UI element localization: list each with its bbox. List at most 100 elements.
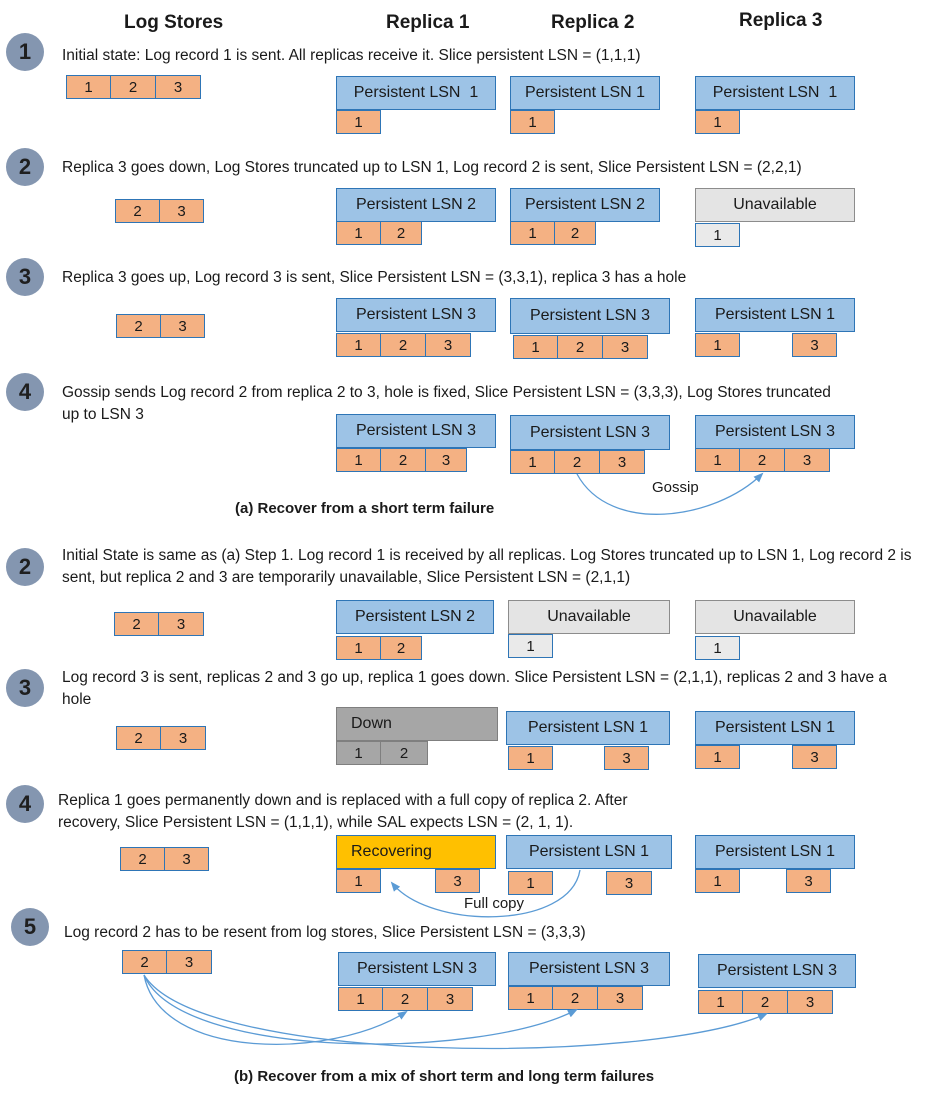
persistent-lsn-box: Persistent LSN 1 — [695, 711, 855, 745]
replica-record-cell: 1 — [336, 110, 381, 134]
full-copy-label: Full copy — [464, 895, 525, 912]
replica-record-cell: 3 — [792, 333, 837, 357]
replica-record-cell: 1 — [695, 333, 740, 357]
resend-arrow-replica-1 — [143, 974, 408, 1045]
unavailable-box: Unavailable — [695, 600, 855, 634]
gossip-arrow — [576, 472, 764, 515]
log-record-cell: 1 — [66, 75, 111, 99]
replica-record-cell: 2 — [380, 221, 422, 245]
log-record-cell: 3 — [158, 612, 204, 636]
replica-record-cell: 1 — [695, 110, 740, 134]
step-marker: 4 — [6, 785, 44, 823]
persistent-lsn-box: Persistent LSN 2 — [336, 600, 494, 634]
replica-record-cell: 1 — [695, 636, 740, 660]
persistent-lsn-box: Persistent LSN 1 — [506, 835, 672, 869]
persistent-lsn-box: Persistent LSN 1 — [336, 76, 496, 110]
caption-a: (a) Recover from a short term failure — [235, 500, 495, 517]
header-replica-3: Replica 3 — [739, 10, 823, 31]
log-record-cell: 2 — [115, 199, 160, 223]
down-box: Down — [336, 707, 498, 741]
log-record-cell: 3 — [155, 75, 201, 99]
header-replica-1: Replica 1 — [386, 12, 470, 33]
replica-record-cell: 2 — [557, 335, 603, 359]
step-description: Gossip sends Log record 2 from replica 2… — [62, 384, 831, 423]
step-marker: 2 — [6, 548, 44, 586]
replica-record-cell: 3 — [786, 869, 831, 893]
replica-record-cell: 1 — [695, 745, 740, 769]
persistent-lsn-box: Persistent LSN 3 — [508, 952, 670, 986]
resend-arrow-replica-2 — [143, 974, 578, 1045]
replica-record-cell: 2 — [554, 450, 600, 474]
replica-record-cell: 1 — [336, 636, 381, 660]
persistent-lsn-box: Persistent LSN 3 — [510, 298, 670, 334]
step-description: Initial State is same as (a) Step 1. Log… — [62, 547, 912, 586]
replica-record-cell: 1 — [508, 871, 553, 895]
replica-record-cell: 1 — [695, 448, 740, 472]
replica-record-cell: 1 — [510, 221, 555, 245]
recovering-box: Recovering — [336, 835, 496, 869]
replica-record-cell: 2 — [554, 221, 596, 245]
replica-record-cell: 3 — [606, 871, 652, 895]
replica-record-cell: 3 — [604, 746, 649, 770]
step-marker: 2 — [6, 148, 44, 186]
step-marker: 5 — [11, 908, 49, 946]
step-description: Log record 3 is sent, replicas 2 and 3 g… — [62, 669, 887, 708]
replica-record-cell: 3 — [597, 986, 643, 1010]
full-copy-arrow — [390, 869, 581, 918]
replica-record-cell: 1 — [510, 450, 555, 474]
replica-record-cell: 2 — [380, 741, 428, 765]
step-marker: 3 — [6, 258, 44, 296]
replica-record-cell: 1 — [695, 223, 740, 247]
replica-record-cell: 3 — [435, 869, 480, 893]
persistent-lsn-box: Persistent LSN 1 — [506, 711, 670, 745]
unavailable-box: Unavailable — [508, 600, 670, 634]
replica-record-cell: 3 — [784, 448, 830, 472]
step-marker: 1 — [6, 33, 44, 71]
replica-record-cell: 3 — [792, 745, 837, 769]
caption-b: (b) Recover from a mix of short term and… — [234, 1068, 655, 1085]
unavailable-box: Unavailable — [695, 188, 855, 222]
replica-record-cell: 3 — [427, 987, 473, 1011]
step-description: Initial state: Log record 1 is sent. All… — [62, 47, 641, 64]
gossip-label: Gossip — [652, 479, 699, 496]
replica-record-cell: 3 — [599, 450, 645, 474]
step-description: Replica 1 goes permanently down and is r… — [58, 792, 628, 831]
persistent-lsn-box: Persistent LSN 2 — [510, 188, 660, 222]
log-record-cell: 2 — [122, 950, 167, 974]
replica-record-cell: 1 — [336, 221, 381, 245]
persistent-lsn-box: Persistent LSN 1 — [510, 76, 660, 110]
replica-record-cell: 2 — [380, 636, 422, 660]
replica-record-cell: 1 — [336, 333, 381, 357]
log-record-cell: 3 — [159, 199, 204, 223]
step-description: Replica 3 goes up, Log record 3 is sent,… — [62, 269, 687, 286]
step-description: Replica 3 goes down, Log Stores truncate… — [62, 159, 802, 176]
replica-record-cell: 1 — [508, 634, 553, 658]
persistent-lsn-box: Persistent LSN 3 — [698, 954, 856, 988]
replica-record-cell: 3 — [787, 990, 833, 1014]
log-record-cell: 2 — [116, 726, 161, 750]
log-record-cell: 3 — [160, 314, 205, 338]
replica-record-cell: 1 — [508, 986, 553, 1010]
persistent-lsn-box: Persistent LSN 1 — [695, 76, 855, 110]
header-log-stores: Log Stores — [124, 12, 224, 33]
persistent-lsn-box: Persistent LSN 1 — [695, 298, 855, 332]
log-record-cell: 3 — [164, 847, 209, 871]
log-record-cell: 2 — [110, 75, 156, 99]
replica-record-cell: 2 — [742, 990, 788, 1014]
persistent-lsn-box: Persistent LSN 3 — [338, 952, 496, 986]
log-record-cell: 3 — [160, 726, 206, 750]
replica-record-cell: 1 — [510, 110, 555, 134]
persistent-lsn-box: Persistent LSN 3 — [336, 298, 496, 332]
replica-record-cell: 1 — [508, 746, 553, 770]
replica-record-cell: 2 — [552, 986, 598, 1010]
log-record-cell: 3 — [166, 950, 212, 974]
replica-record-cell: 3 — [602, 335, 648, 359]
header-replica-2: Replica 2 — [551, 12, 635, 33]
replica-record-cell: 1 — [698, 990, 743, 1014]
persistent-lsn-box: Persistent LSN 3 — [510, 415, 670, 450]
persistent-lsn-box: Persistent LSN 3 — [336, 414, 496, 448]
persistent-lsn-box: Persistent LSN 1 — [695, 835, 855, 869]
resend-arrow-replica-3 — [143, 974, 768, 1050]
